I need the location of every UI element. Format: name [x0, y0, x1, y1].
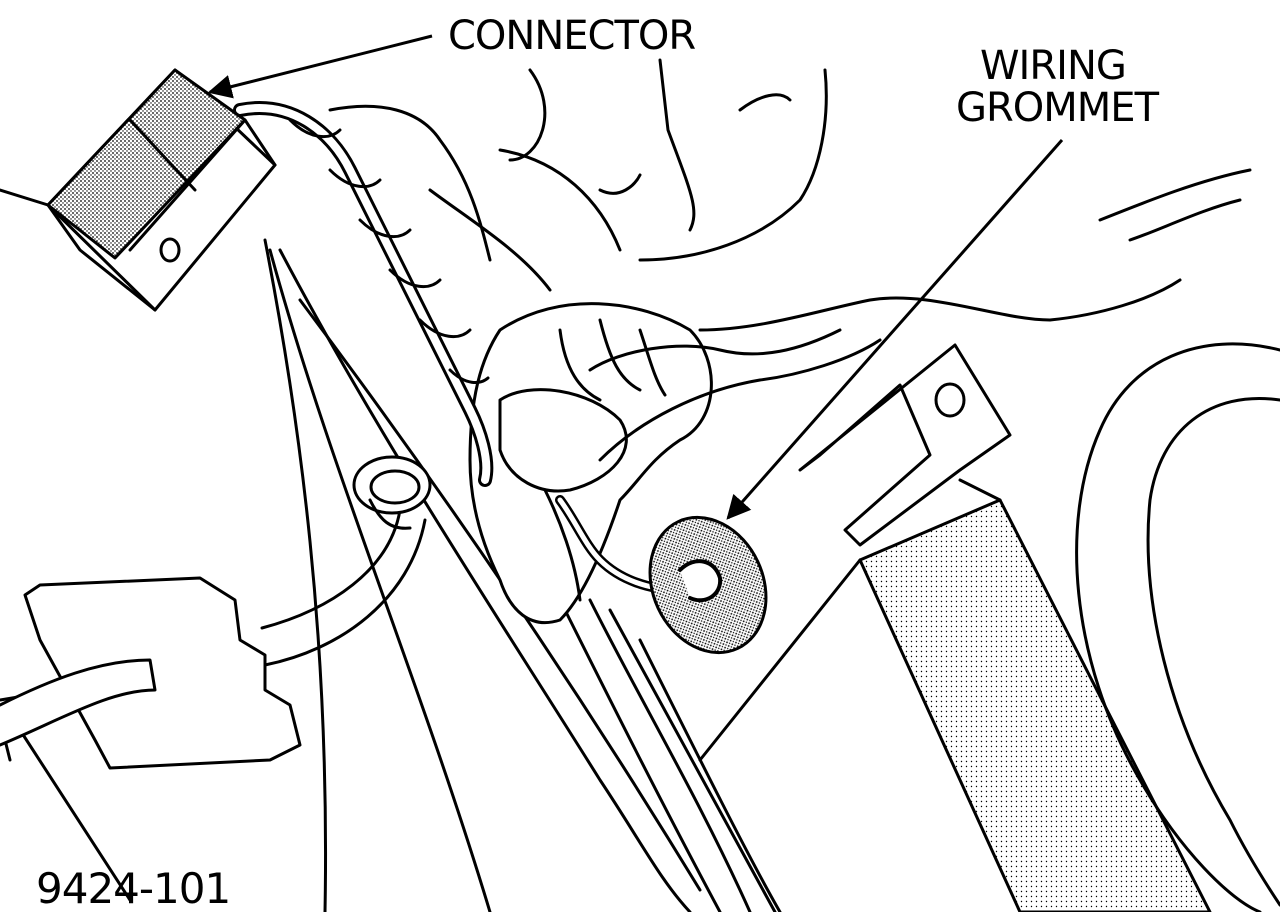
wiring-grommet-label-line1: WIRING	[980, 43, 1127, 89]
wiring-grommet-label-line2: GROMMET	[956, 85, 1159, 131]
wiring-boot	[23, 576, 302, 770]
connector-hole	[159, 237, 181, 263]
quarter-panel-band	[858, 498, 1212, 912]
figure-number: 9424-101	[36, 864, 231, 913]
bracket-hole	[934, 382, 966, 418]
wiring-harness-twist	[233, 101, 494, 487]
connector-label: CONNECTOR	[448, 13, 696, 59]
wheel-arch-outer	[1075, 342, 1280, 912]
grommet-leader-arrow	[726, 139, 1064, 520]
wheel-arch-inner	[1146, 397, 1280, 907]
connector-leader-arrow	[207, 34, 433, 99]
